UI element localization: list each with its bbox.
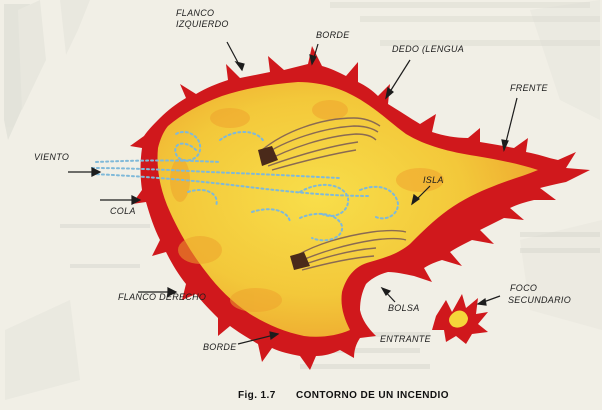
label-flanco-izquierdo-2: IZQUIERDO <box>176 19 229 29</box>
label-isla: ISLA <box>423 175 444 185</box>
label-viento: VIENTO <box>34 152 69 162</box>
label-borde-bottom: BORDE <box>203 342 237 352</box>
label-foco: FOCO <box>510 283 537 293</box>
label-cola: COLA <box>110 206 136 216</box>
label-bolsa: BOLSA <box>388 303 420 313</box>
label-entrante: ENTRANTE <box>380 334 432 344</box>
label-frente: FRENTE <box>510 83 548 93</box>
figure-title: CONTORNO DE UN INCENDIO <box>296 390 449 401</box>
label-flanco-derecho: FLANCO DERECHO <box>118 292 206 302</box>
label-flanco-izquierdo: FLANCO <box>176 8 214 18</box>
label-borde-top: BORDE <box>316 30 350 40</box>
label-foco-secundario: SECUNDARIO <box>508 295 571 305</box>
label-dedo-lengua: DEDO (LENGUA <box>392 44 464 54</box>
figure-number: Fig. 1.7 <box>238 390 276 401</box>
